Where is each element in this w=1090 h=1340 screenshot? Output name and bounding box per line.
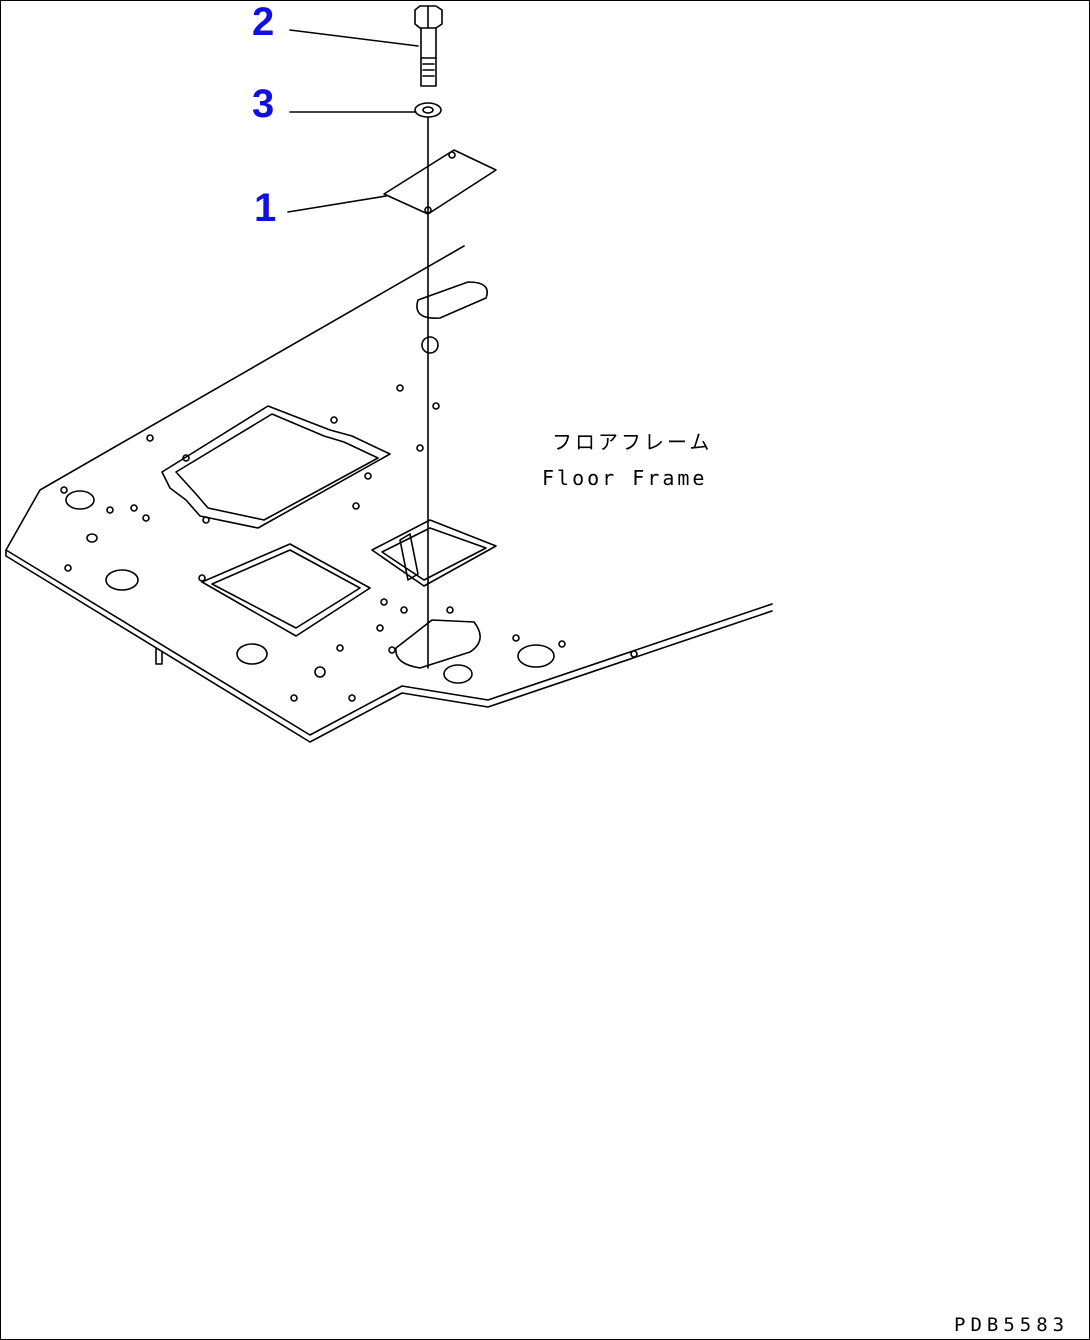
- leader-line-1: [287, 195, 387, 213]
- drawing-code: PDB5583: [954, 1314, 1070, 1336]
- washer-shape: [414, 102, 442, 118]
- leader-line-2: [289, 29, 419, 47]
- callout-3: 3: [252, 82, 275, 126]
- frame-label-english: Floor Frame: [542, 466, 708, 490]
- cover-plate-shape: [383, 149, 497, 215]
- callout-2: 2: [252, 0, 275, 44]
- bolt-shape: [414, 5, 443, 87]
- callout-1: 1: [254, 186, 277, 230]
- floor-frame-shape: [5, 245, 773, 743]
- frame-label-japanese: フロアフレーム: [552, 430, 713, 454]
